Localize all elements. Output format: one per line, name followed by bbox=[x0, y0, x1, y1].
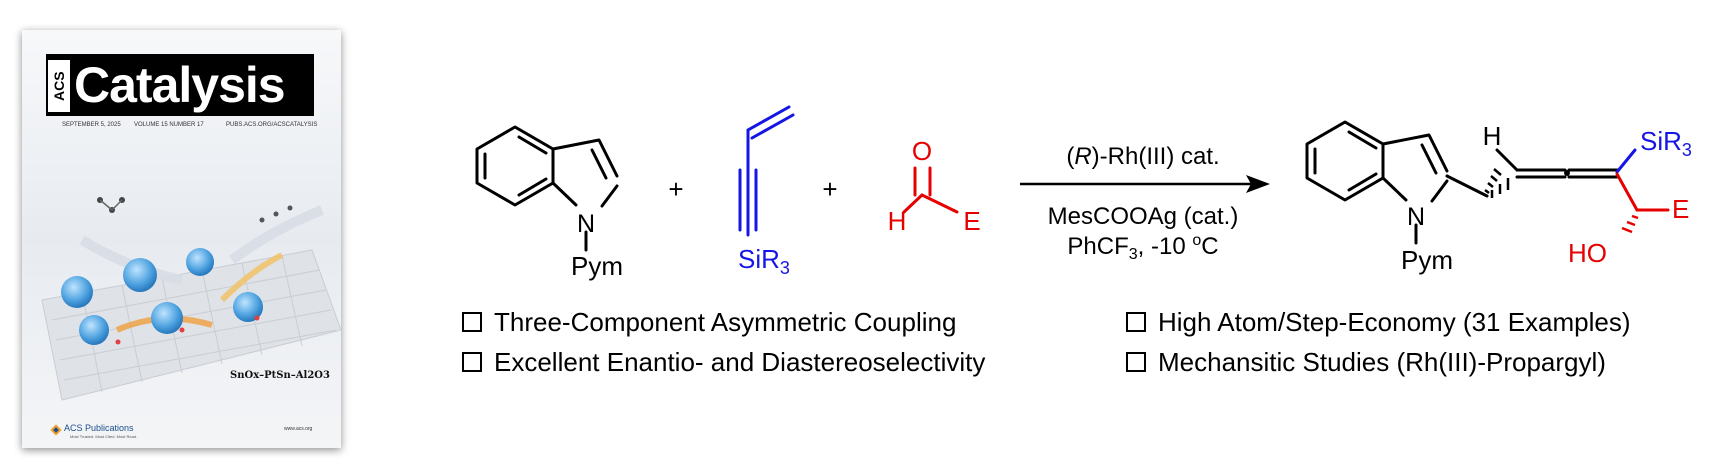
bullet-text: Excellent Enantio- and Diastereoselectiv… bbox=[494, 346, 986, 377]
checkbox-icon bbox=[1126, 312, 1146, 332]
plus-sign-2: + bbox=[822, 174, 837, 204]
reactant1-pym-label: Pym bbox=[571, 251, 623, 281]
reaction-arrow bbox=[1020, 175, 1270, 193]
cover-issue-url: PUBS.ACS.ORG/ACSCATALYSIS bbox=[226, 122, 318, 128]
bullet-item: High Atom/Step-Economy (31 Examples) bbox=[1126, 306, 1631, 338]
product-n-atom: N bbox=[1407, 203, 1425, 231]
reactant-silyl-enyne: SiR3 bbox=[738, 105, 795, 278]
reactant2-silyl-label: SiR3 bbox=[738, 244, 790, 278]
cover-art-formula: SnOx–PtSn–Al2O3 bbox=[230, 370, 330, 381]
condition-additive: MesCOOAg (cat.) bbox=[1048, 203, 1239, 230]
journal-cover: ACS Catalysis SEPTEMBER 5, 2025 VOLUME 1… bbox=[22, 30, 341, 448]
cover-issue-volume: VOLUME 15 NUMBER 17 bbox=[134, 122, 204, 128]
aldehyde-e-group: E bbox=[963, 206, 980, 236]
cover-website: www.acs.org bbox=[284, 426, 313, 432]
aldehyde-o-atom: O bbox=[912, 136, 932, 166]
product-allene: N Pym H SiR3 bbox=[1305, 120, 1692, 275]
reactant1-n-atom: N bbox=[577, 210, 595, 238]
product-pym-label: Pym bbox=[1401, 245, 1453, 275]
cover-publisher: ACS Publications bbox=[64, 423, 134, 433]
aldehyde-h-atom: H bbox=[888, 206, 907, 236]
checkbox-icon bbox=[462, 352, 482, 372]
reactant-indole: N Pym bbox=[475, 125, 623, 281]
cover-issue-date: SEPTEMBER 5, 2025 bbox=[62, 122, 121, 128]
cover-masthead bbox=[46, 54, 314, 116]
condition-solvent-temp: PhCF3, -10 oC bbox=[1067, 232, 1218, 263]
bullet-text: Mechansitic Studies (Rh(III)-Propargyl) bbox=[1158, 346, 1606, 377]
plus-sign-1: + bbox=[668, 174, 683, 204]
bullet-item: Mechansitic Studies (Rh(III)-Propargyl) bbox=[1126, 346, 1606, 378]
bullet-item: Excellent Enantio- and Diastereoselectiv… bbox=[462, 346, 985, 378]
checkbox-icon bbox=[1126, 352, 1146, 372]
bullet-text: High Atom/Step-Economy (31 Examples) bbox=[1158, 306, 1631, 337]
product-e-group: E bbox=[1672, 194, 1689, 224]
bullet-item: Three-Component Asymmetric Coupling bbox=[462, 306, 956, 338]
condition-catalyst: (R)-Rh(III) cat. bbox=[1066, 143, 1219, 170]
cover-journal-title: Catalysis bbox=[74, 57, 286, 113]
product-ho-group: HO bbox=[1568, 238, 1607, 268]
cover-publisher-tagline: Most Trusted. Most Cited. Most Read. bbox=[70, 434, 138, 439]
checkbox-icon bbox=[462, 312, 482, 332]
bullet-text: Three-Component Asymmetric Coupling bbox=[494, 306, 957, 337]
reactant-aldehyde: O H E bbox=[888, 136, 981, 236]
product-silyl-label: SiR3 bbox=[1640, 126, 1692, 160]
product-h-atom: H bbox=[1483, 121, 1502, 151]
